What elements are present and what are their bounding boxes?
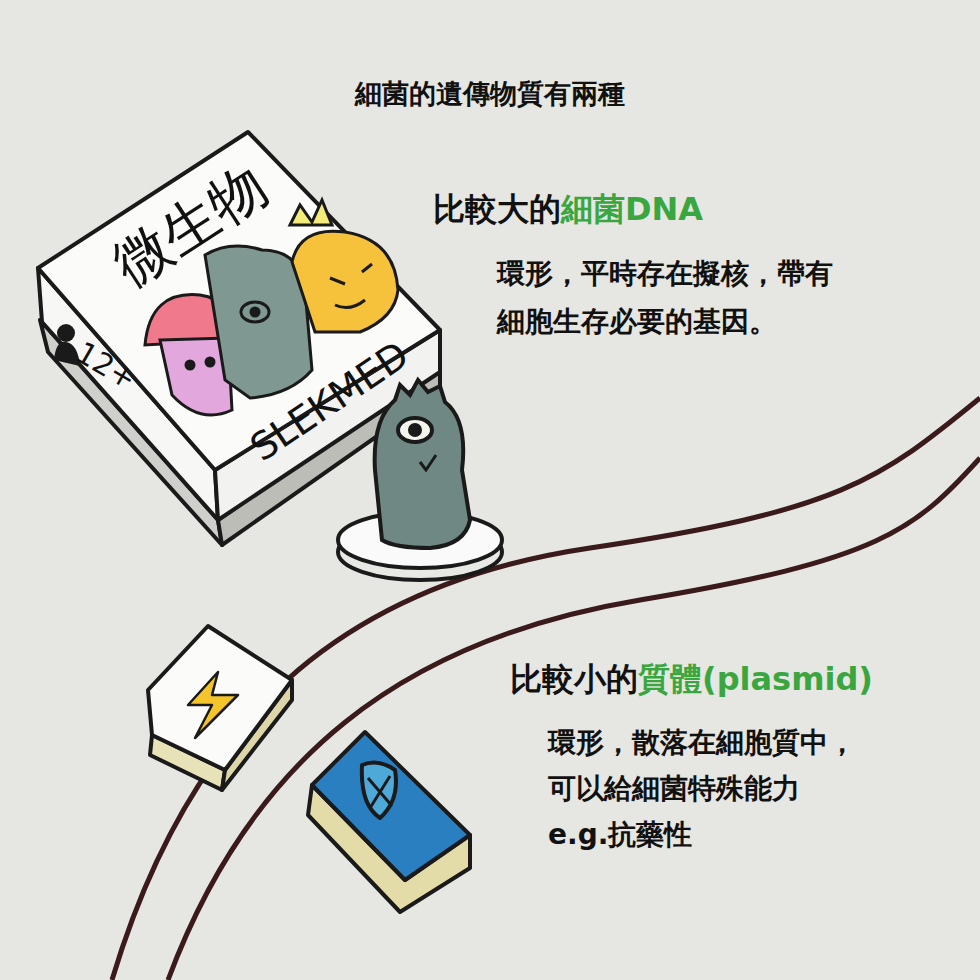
heading-text: 比較小的	[510, 660, 638, 698]
monster-figurine	[338, 380, 502, 580]
heading-text: 比較大的	[433, 190, 561, 228]
lightning-card	[148, 626, 292, 790]
body-text: 環形，平時存在擬核，帶有 細胞生存必要的基因。	[497, 250, 957, 346]
heading-highlight: 質體(plasmid)	[638, 660, 873, 698]
shield-card	[308, 732, 470, 912]
heading-highlight: 細菌DNA	[561, 190, 703, 228]
body-text: 環形，散落在細胞質中， 可以給細菌特殊能力 e.g.抗藥性	[548, 720, 968, 858]
title: 細菌的遺傳物質有兩種	[0, 76, 980, 112]
